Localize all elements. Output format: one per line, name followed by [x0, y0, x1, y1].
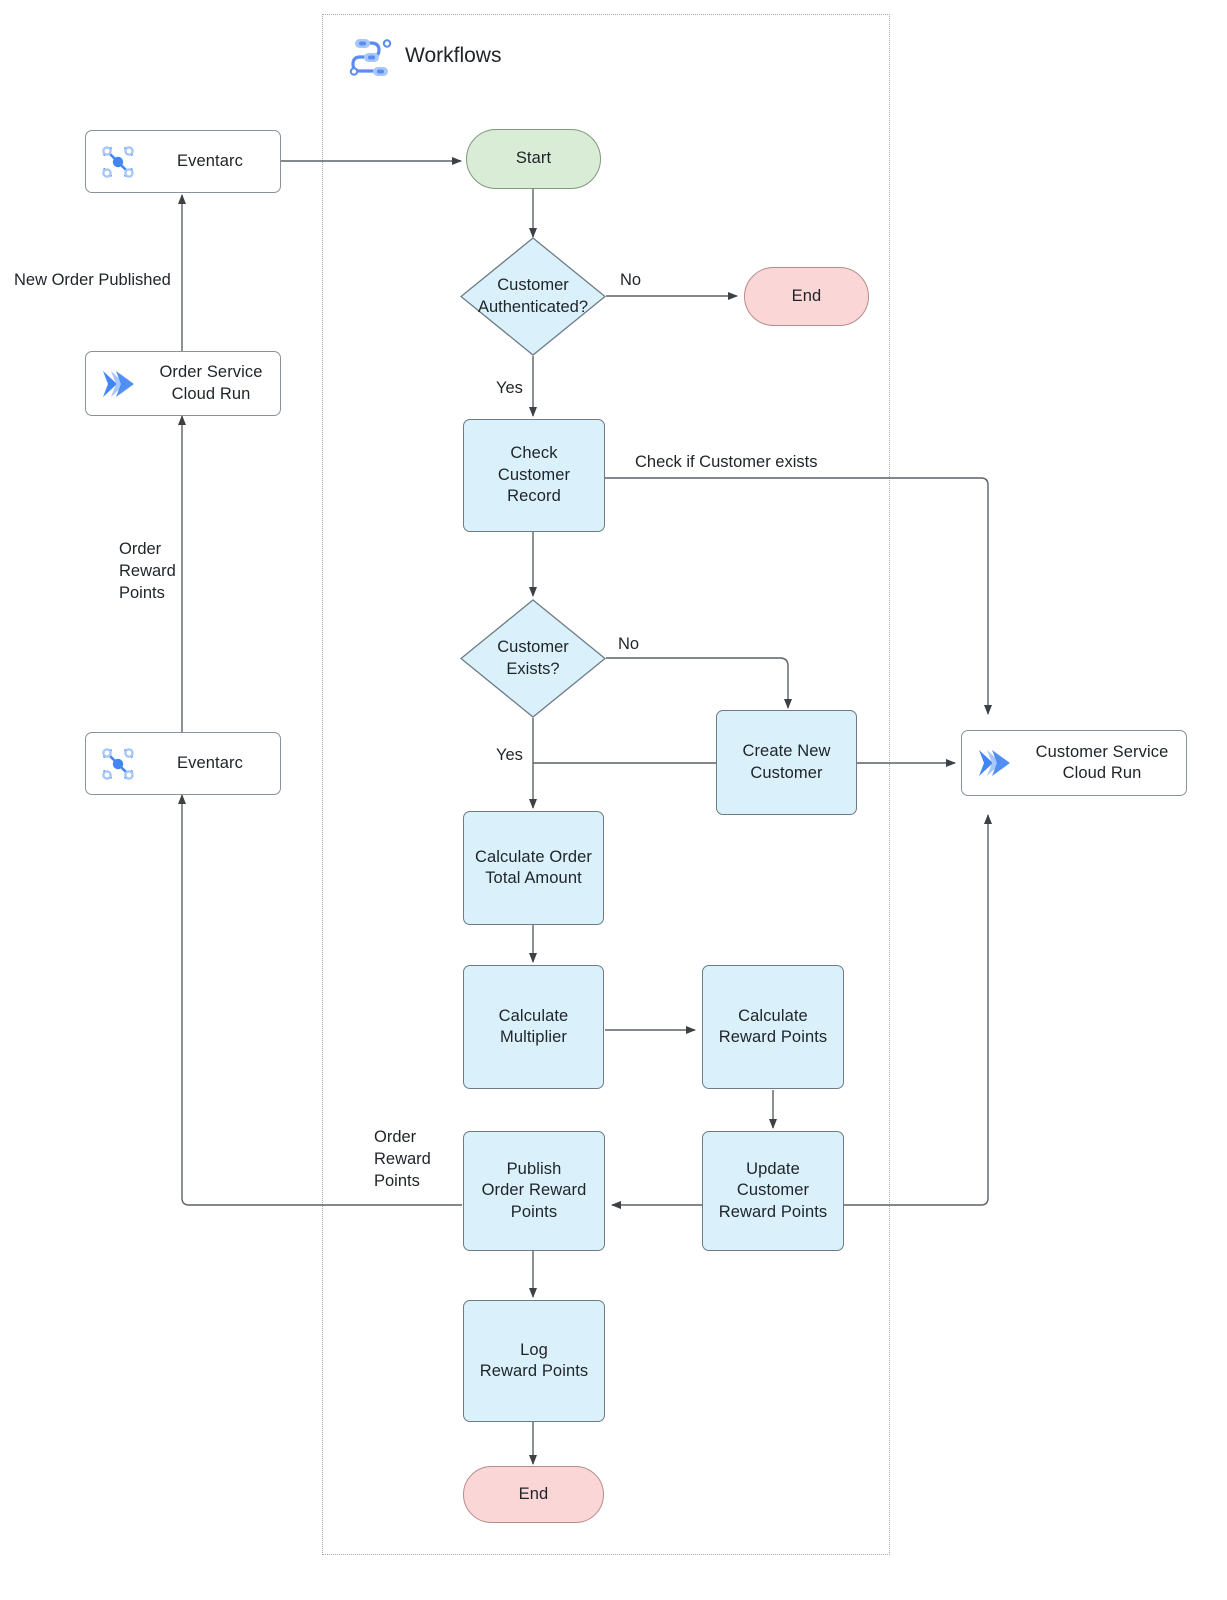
node-check-customer-record[interactable]: Check Customer Record	[463, 419, 605, 532]
node-eventarc-bottom[interactable]: Eventarc	[85, 732, 281, 795]
node-update-customer-reward-points-label: Update Customer Reward Points	[718, 1159, 828, 1221]
node-end-top-label: End	[791, 286, 822, 305]
node-eventarc-top[interactable]: Eventarc	[85, 130, 281, 193]
node-customer-exists-label: Customer Exists?	[497, 638, 569, 678]
node-customer-service-cloud-run-label: Customer Service Cloud Run	[1035, 742, 1169, 782]
node-check-customer-record-label: Check Customer Record	[497, 444, 571, 506]
node-log-reward-points[interactable]: Log Reward Points	[463, 1300, 605, 1422]
edge-label-check-if-customer-exists: Check if Customer exists	[635, 453, 818, 471]
node-calculate-multiplier[interactable]: Calculate Multiplier	[463, 965, 604, 1089]
eventarc-icon	[98, 744, 138, 784]
node-create-new-customer[interactable]: Create New Customer	[716, 710, 857, 815]
node-calculate-reward-points-label: Calculate Reward Points	[718, 1006, 828, 1046]
node-eventarc-top-label: Eventarc	[177, 151, 243, 170]
node-calculate-order-total-label: Calculate Order Total Amount	[474, 847, 593, 887]
cloud-run-icon	[974, 743, 1016, 783]
node-end-bottom[interactable]: End	[463, 1466, 604, 1523]
edge-label-auth-no: No	[620, 271, 642, 289]
edge-label-new-order-published: New Order Published	[14, 271, 171, 289]
edge-label-auth-yes: Yes	[496, 379, 523, 397]
node-order-service-cloud-run-label: Order Service Cloud Run	[159, 363, 263, 403]
node-publish-order-reward-points[interactable]: Publish Order Reward Points	[463, 1131, 605, 1251]
edge-label-order-reward-points-left: Order Reward Points	[119, 540, 176, 602]
node-customer-exists[interactable]: Customer Exists?	[460, 599, 606, 718]
node-update-customer-reward-points[interactable]: Update Customer Reward Points	[702, 1131, 844, 1251]
node-order-service-cloud-run[interactable]: Order Service Cloud Run	[85, 351, 281, 416]
node-start-label: Start	[515, 149, 552, 168]
edge-label-exists-no: No	[618, 635, 640, 653]
node-eventarc-bottom-label: Eventarc	[177, 753, 243, 772]
cloud-run-icon	[98, 364, 140, 404]
node-end-bottom-label: End	[518, 1484, 549, 1503]
node-create-new-customer-label: Create New Customer	[742, 742, 831, 782]
node-start[interactable]: Start	[466, 129, 601, 189]
node-customer-authenticated[interactable]: Customer Authenticated?	[460, 237, 606, 356]
workflows-container	[322, 14, 890, 1555]
edge-label-order-reward-points-bottom: Order Reward Points	[374, 1128, 431, 1190]
workflows-icon	[347, 34, 395, 80]
node-calculate-order-total[interactable]: Calculate Order Total Amount	[463, 811, 604, 925]
node-customer-service-cloud-run[interactable]: Customer Service Cloud Run	[961, 730, 1187, 796]
eventarc-icon	[98, 142, 138, 182]
node-log-reward-points-label: Log Reward Points	[479, 1340, 589, 1380]
node-publish-order-reward-points-label: Publish Order Reward Points	[481, 1159, 587, 1221]
node-calculate-reward-points[interactable]: Calculate Reward Points	[702, 965, 844, 1089]
edge-label-exists-yes: Yes	[496, 746, 523, 764]
node-calculate-multiplier-label: Calculate Multiplier	[498, 1006, 569, 1046]
workflows-container-label: Workflows	[405, 44, 502, 67]
node-customer-authenticated-label: Customer Authenticated?	[477, 276, 589, 316]
node-end-top[interactable]: End	[744, 267, 869, 326]
